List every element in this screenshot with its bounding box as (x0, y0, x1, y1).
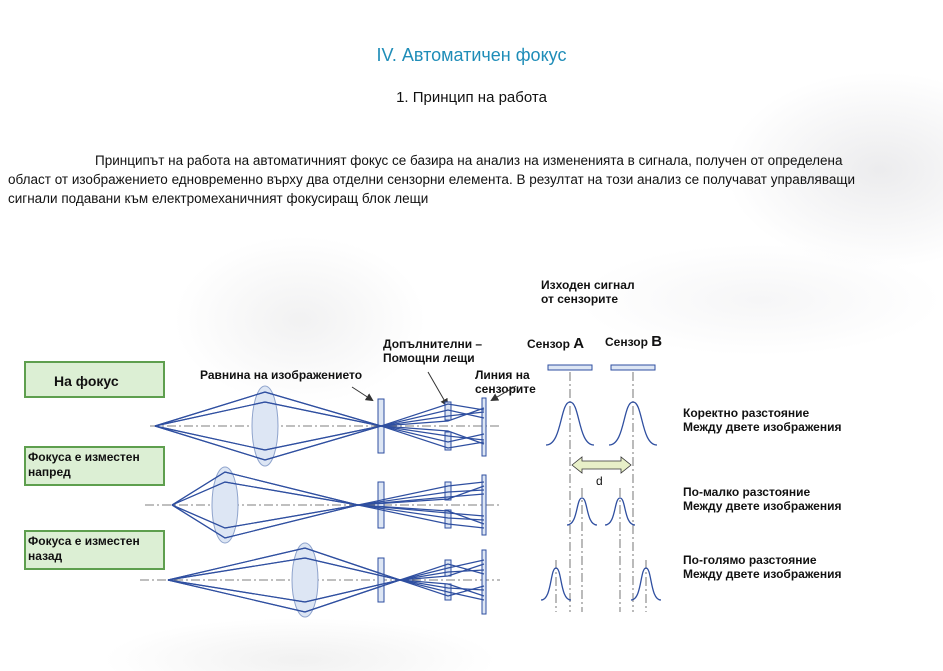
body-paragraph-text: Принципът на работа на автоматичният фок… (8, 153, 856, 206)
optics-back-focus (140, 542, 500, 618)
image-plane-label: Равнина на изображението (200, 368, 363, 382)
body-paragraph: Принципът на работа на автоматичният фок… (8, 151, 888, 208)
front-focus-box: Фокуса е изместен напред (24, 446, 165, 486)
sensor-signals: d (540, 364, 662, 612)
sensor-b-bar (610, 364, 656, 371)
optics-front-focus (145, 466, 500, 544)
peak-b-back-focus (630, 567, 662, 601)
section-title: IV. Автоматичен фокус (376, 45, 567, 65)
desc-front-focus: По-малко разстояние Между двете изображе… (683, 485, 842, 513)
aux-lenses-label: Допълнителни – Помощни лещи (383, 337, 483, 365)
sensor-a-bar (547, 364, 593, 371)
sensor-line-label: Линия на сензорите (475, 368, 536, 396)
sensor-b-label: Сензор B (605, 333, 663, 350)
desc-back-focus: По-голямо разстояние Между двете изображ… (683, 553, 842, 581)
peak-a-in-focus (545, 401, 595, 446)
in-focus-box: На фокус (24, 361, 165, 398)
peak-a-front-focus (566, 497, 598, 526)
sensor-output-label: Изходен сигнал от сензорите (541, 278, 635, 306)
distance-d-label: d (596, 474, 603, 488)
desc-in-focus: Коректно разстояние Между двете изображе… (683, 406, 842, 434)
peak-b-front-focus (604, 497, 636, 526)
distance-d-arrow (571, 456, 632, 474)
optics-in-focus (150, 385, 500, 467)
sensor-a-label: Сензор A (527, 335, 585, 352)
image-plane-leader (351, 386, 374, 402)
peak-b-in-focus (608, 401, 658, 446)
sensor-line-leader (490, 385, 517, 402)
aux-lenses-leader (427, 371, 448, 407)
peak-a-back-focus (540, 567, 572, 601)
section-subtitle: 1. Принцип на работа (396, 89, 547, 106)
back-focus-box: Фокуса е изместен назад (24, 530, 165, 570)
